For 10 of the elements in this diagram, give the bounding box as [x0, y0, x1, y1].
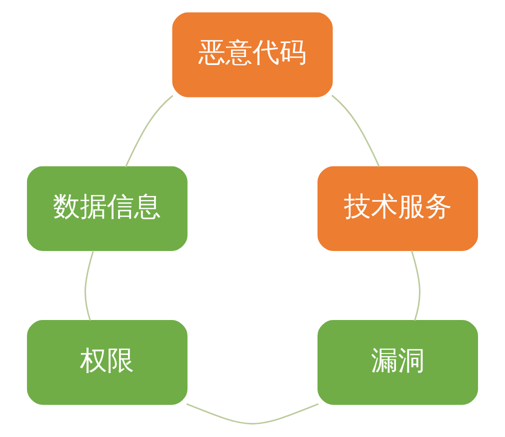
connector: [124, 95, 174, 168]
connector: [331, 94, 380, 168]
node-box: 数据信息: [26, 166, 188, 252]
connector: [84, 250, 94, 321]
node-box: 技术服务: [318, 166, 478, 252]
connector: [410, 250, 420, 321]
node-box: 漏洞: [318, 320, 478, 405]
node-box: 恶意代码: [172, 12, 333, 98]
connector: [186, 403, 319, 424]
node-box: 权限: [26, 320, 188, 405]
